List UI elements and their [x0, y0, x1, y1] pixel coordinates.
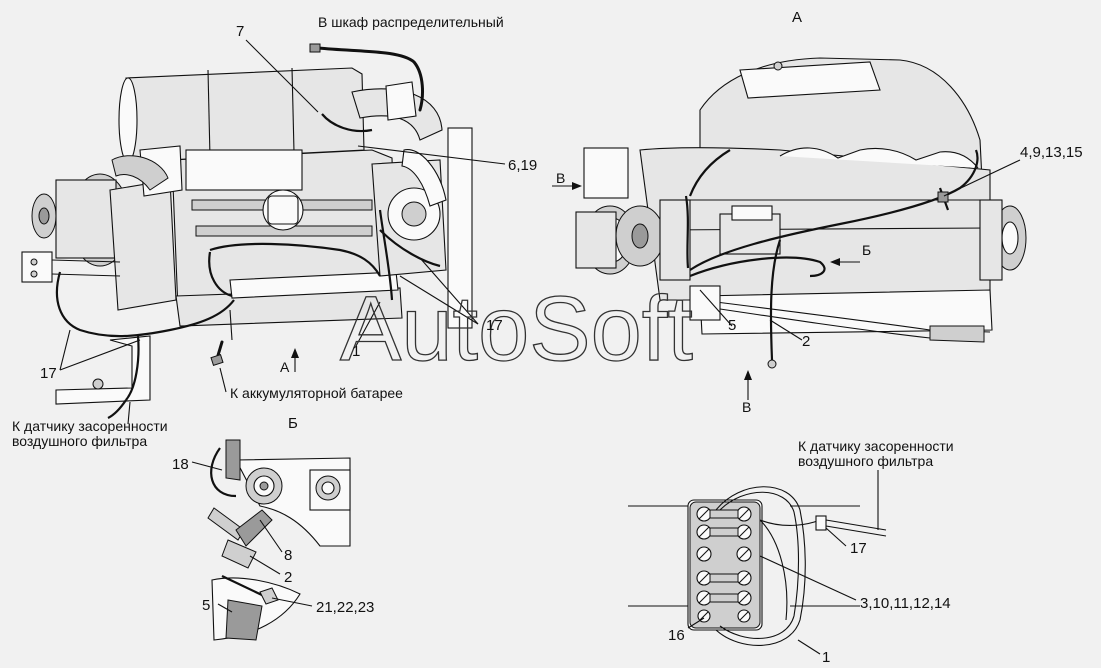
main-engine-view [21, 39, 506, 425]
callout-distribution-cabinet: В шкаф распределительный [318, 14, 504, 30]
view-a-arrow-v-left: В [556, 170, 565, 186]
callout-battery: К аккумуляторной батарее [230, 385, 403, 401]
view-a-arrow-v-bottom: В [742, 399, 751, 415]
view-be-title: Б [288, 415, 298, 432]
callout-filter-sensor-line1: К датчику засоренности [12, 418, 168, 434]
view-be-detail [191, 439, 351, 641]
view-v-callout-line1: К датчику засоренности [798, 438, 954, 454]
view-v-detail [628, 470, 887, 655]
position-17-left: 17 [40, 365, 57, 382]
view-arrow-a-label: А [280, 359, 290, 375]
position-17-view-v: 17 [850, 540, 867, 557]
position-17-right: 17 [486, 317, 503, 334]
position-2-view-be: 2 [284, 569, 292, 586]
position-8: 8 [284, 547, 292, 564]
position-18: 18 [172, 456, 189, 473]
view-v-callout-line2: воздушного фильтра [798, 453, 933, 469]
callout-filter-sensor-line2: воздушного фильтра [12, 433, 147, 449]
position-2-view-a: 2 [802, 333, 810, 350]
position-7: 7 [236, 23, 244, 40]
position-3-10-11-12-14: 3,10,11,12,14 [860, 595, 951, 612]
position-5-view-a: 5 [728, 317, 736, 334]
position-6-19: 6,19 [508, 157, 537, 174]
view-a-engine [552, 57, 1027, 400]
position-1-main: 1 [352, 343, 360, 360]
position-4-9-13-15: 4,9,13,15 [1020, 144, 1083, 161]
position-16: 16 [668, 627, 685, 644]
view-a-arrow-be: Б [862, 242, 871, 258]
watermark: AutoSoft [340, 278, 693, 380]
view-a-title: А [792, 9, 802, 26]
position-5-view-be: 5 [202, 597, 210, 614]
terminal-screws [696, 506, 752, 623]
position-21-22-23: 21,22,23 [316, 599, 374, 616]
position-1-view-v: 1 [822, 649, 830, 663]
